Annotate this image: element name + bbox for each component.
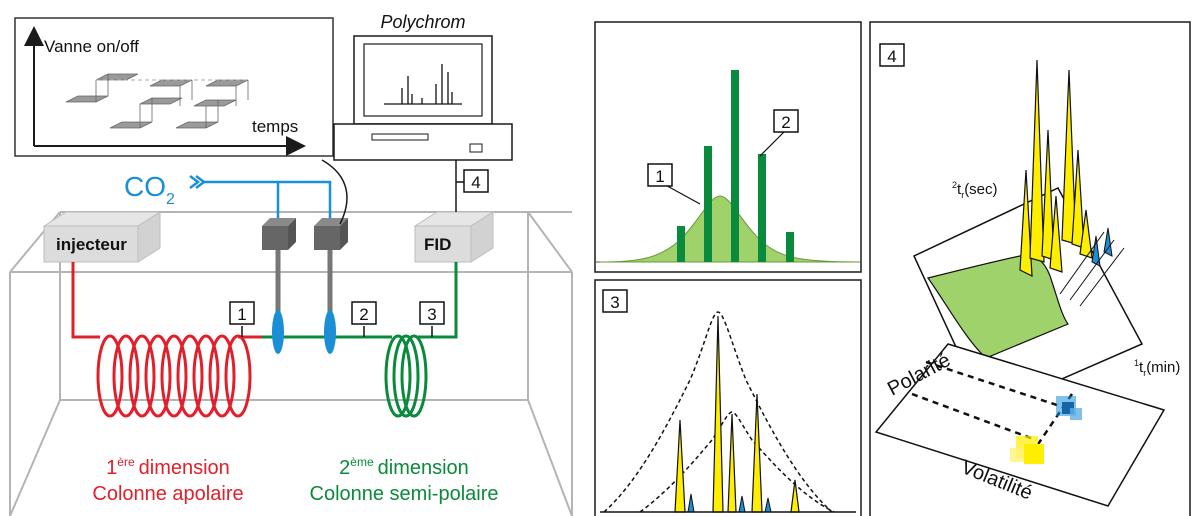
svg-text:2: 2	[359, 305, 368, 324]
oven-box	[9, 211, 573, 516]
polychrom-label: Polychrom	[380, 12, 465, 32]
svg-text:3: 3	[427, 305, 436, 324]
marker-2: 2	[351, 301, 377, 337]
fid-label: FID	[424, 235, 451, 254]
co2-lines	[204, 180, 332, 218]
second-column	[338, 262, 458, 418]
fid-box: FID	[413, 211, 495, 263]
panel-3: 3	[594, 279, 862, 516]
marker-3-panel: 3	[610, 293, 619, 312]
marker-3: 3	[419, 301, 445, 337]
marker-4-panel: 4	[887, 47, 896, 66]
computer: Polychrom	[333, 12, 513, 212]
jet-1	[272, 310, 284, 354]
control-wire	[321, 159, 348, 225]
co2-label: CO2	[124, 171, 175, 208]
marker-4-left: 4	[456, 169, 489, 193]
marker-2-panel: 2	[781, 113, 790, 132]
jet-2	[324, 310, 336, 354]
valve-plot-xlabel: temps	[252, 117, 298, 136]
panel-4-ylabel: 2tr(sec)	[952, 180, 998, 200]
injector-box: injecteur	[42, 211, 162, 263]
injector-label: injecteur	[56, 235, 127, 254]
blue-spot	[1056, 396, 1082, 420]
marker-1: 1	[229, 301, 255, 337]
modulator-line	[262, 218, 348, 354]
second-column-type: Colonne semi-polaire	[310, 483, 499, 505]
co2-chevron-icon	[189, 175, 207, 189]
panel-4: 4 2tr(sec) 1tr(min)	[869, 21, 1191, 516]
svg-text:4: 4	[471, 173, 480, 192]
panel-1-2: 1 2	[594, 21, 862, 273]
panel-bars	[677, 70, 794, 262]
separation-plane	[874, 343, 1166, 507]
yellow-spot	[1010, 436, 1044, 464]
svg-text:1: 1	[237, 305, 246, 324]
marker-1-panel: 1	[655, 167, 664, 186]
first-column-type: Colonne apolaire	[92, 483, 243, 505]
valve-plot-ylabel: Vanne on/off	[44, 37, 139, 56]
valve-plot: Vanne on/off temps	[14, 17, 334, 157]
panel-4-xlabel: 1tr(min)	[1134, 358, 1180, 378]
first-column	[71, 262, 262, 418]
